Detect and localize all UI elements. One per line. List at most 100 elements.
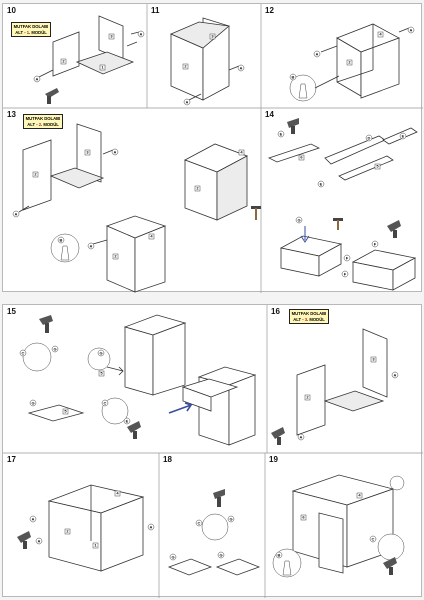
step-14-illustration: E D E E 6 5 G F F F bbox=[267, 118, 418, 291]
step-17-illustration: 2 4 1 A A A bbox=[17, 484, 155, 572]
svg-text:C: C bbox=[372, 537, 375, 542]
svg-text:1: 1 bbox=[101, 65, 104, 70]
svg-text:G: G bbox=[99, 351, 102, 356]
svg-text:2: 2 bbox=[306, 395, 309, 400]
svg-text:C: C bbox=[198, 521, 201, 526]
arrow-icon bbox=[300, 226, 310, 243]
step-13-illustration: 2 3 A A 2 4 A B 2 4 bbox=[12, 123, 261, 293]
svg-text:E: E bbox=[126, 419, 129, 424]
step-10-illustration: 2 3 1 A A bbox=[33, 15, 145, 104]
drill-icon bbox=[127, 421, 141, 439]
hammer-icon bbox=[333, 218, 343, 230]
svg-text:E: E bbox=[280, 132, 283, 137]
svg-text:F: F bbox=[374, 242, 377, 247]
svg-text:2: 2 bbox=[34, 172, 37, 177]
bottom-sheet-drawing: C G 5 G G 5 C E 2 3 A A bbox=[3, 305, 423, 598]
svg-text:A: A bbox=[15, 212, 18, 217]
arrow-icon bbox=[168, 402, 193, 414]
step-number-18: 18 bbox=[162, 455, 173, 464]
step-number-16: 16 bbox=[270, 307, 281, 316]
drill-icon bbox=[387, 220, 401, 238]
hammer-icon bbox=[251, 206, 261, 220]
svg-text:B: B bbox=[60, 238, 63, 243]
step-16-illustration: 2 3 A A bbox=[271, 328, 399, 445]
drill-icon bbox=[271, 427, 285, 445]
svg-text:F: F bbox=[346, 256, 349, 261]
svg-text:A: A bbox=[32, 517, 35, 522]
drill-icon bbox=[17, 531, 31, 549]
svg-text:G: G bbox=[53, 347, 56, 352]
svg-text:A: A bbox=[394, 373, 397, 378]
hand-icon bbox=[60, 245, 70, 261]
svg-text:1: 1 bbox=[94, 543, 97, 548]
svg-text:A: A bbox=[240, 66, 243, 71]
drill-icon bbox=[39, 315, 53, 333]
svg-text:B: B bbox=[278, 553, 281, 558]
svg-text:A: A bbox=[186, 100, 189, 105]
svg-text:3: 3 bbox=[86, 150, 89, 155]
svg-text:6: 6 bbox=[300, 155, 303, 160]
svg-text:G: G bbox=[171, 555, 174, 560]
svg-text:A: A bbox=[316, 52, 319, 57]
step-number-11: 11 bbox=[150, 6, 161, 15]
svg-text:E: E bbox=[320, 182, 323, 187]
step-number-15: 15 bbox=[6, 307, 17, 316]
drill-icon bbox=[45, 88, 59, 104]
svg-text:2: 2 bbox=[114, 254, 117, 259]
svg-text:A: A bbox=[114, 150, 117, 155]
svg-text:6: 6 bbox=[302, 515, 305, 520]
drill-icon bbox=[213, 489, 225, 507]
instruction-sheet-top: 2 3 1 A A 3 2 A A 4 2 A A bbox=[2, 3, 423, 293]
svg-text:2: 2 bbox=[196, 186, 199, 191]
hand-icon bbox=[298, 83, 308, 99]
svg-text:A: A bbox=[140, 32, 143, 37]
step-number-19: 19 bbox=[268, 455, 279, 464]
instruction-sheet-bottom: C G 5 G G 5 C E 2 3 A A bbox=[2, 304, 423, 598]
svg-text:5: 5 bbox=[100, 371, 103, 376]
svg-text:G: G bbox=[219, 553, 222, 558]
svg-text:2: 2 bbox=[348, 60, 351, 65]
step-number-12: 12 bbox=[264, 6, 275, 15]
svg-text:A: A bbox=[410, 28, 413, 33]
top-sheet-drawing: 2 3 1 A A 3 2 A A 4 2 A A bbox=[3, 4, 423, 293]
svg-text:5: 5 bbox=[376, 164, 379, 169]
svg-text:G: G bbox=[31, 401, 34, 406]
svg-text:G: G bbox=[229, 517, 232, 522]
hand-icon bbox=[282, 560, 292, 576]
module-tag-2: MUTFAK DOLABI ALT - 2. MODÜL bbox=[23, 114, 63, 129]
svg-text:A: A bbox=[150, 525, 153, 530]
svg-text:3: 3 bbox=[110, 34, 113, 39]
svg-text:2: 2 bbox=[184, 64, 187, 69]
module-tag-1: MUTFAK DOLABI ALT - 1. MODÜL bbox=[11, 22, 51, 37]
step-number-17: 17 bbox=[6, 455, 17, 464]
step-19-illustration: 6 4 B C bbox=[272, 474, 405, 578]
svg-text:C: C bbox=[22, 351, 25, 356]
svg-text:3: 3 bbox=[211, 34, 214, 39]
step-15-illustration: C G 5 G G 5 C E bbox=[19, 314, 257, 446]
svg-text:2: 2 bbox=[66, 529, 69, 534]
svg-text:4: 4 bbox=[150, 234, 153, 239]
svg-text:F: F bbox=[344, 272, 347, 277]
step-number-13: 13 bbox=[6, 110, 17, 119]
svg-text:A: A bbox=[300, 435, 303, 440]
svg-text:5: 5 bbox=[64, 409, 67, 414]
drill-icon bbox=[383, 557, 397, 575]
drill-icon bbox=[287, 118, 299, 134]
module-tag-3: MUTFAK DOLABI ALT - 3. MODÜL bbox=[289, 309, 329, 324]
svg-text:A: A bbox=[90, 244, 93, 249]
svg-text:E: E bbox=[402, 134, 405, 139]
svg-text:4: 4 bbox=[116, 491, 119, 496]
svg-text:C: C bbox=[104, 401, 107, 406]
step-18-illustration: C G G G bbox=[167, 489, 261, 576]
step-12-illustration: 4 2 A A B bbox=[289, 23, 415, 102]
svg-text:4: 4 bbox=[379, 32, 382, 37]
step-11-illustration: 3 2 A A bbox=[169, 17, 245, 106]
svg-text:4: 4 bbox=[358, 493, 361, 498]
svg-text:G: G bbox=[297, 218, 300, 223]
svg-text:3: 3 bbox=[372, 357, 375, 362]
svg-text:2: 2 bbox=[62, 59, 65, 64]
svg-text:A: A bbox=[38, 539, 41, 544]
step-number-14: 14 bbox=[264, 110, 275, 119]
svg-text:D: D bbox=[368, 136, 371, 141]
step-number-10: 10 bbox=[6, 6, 17, 15]
